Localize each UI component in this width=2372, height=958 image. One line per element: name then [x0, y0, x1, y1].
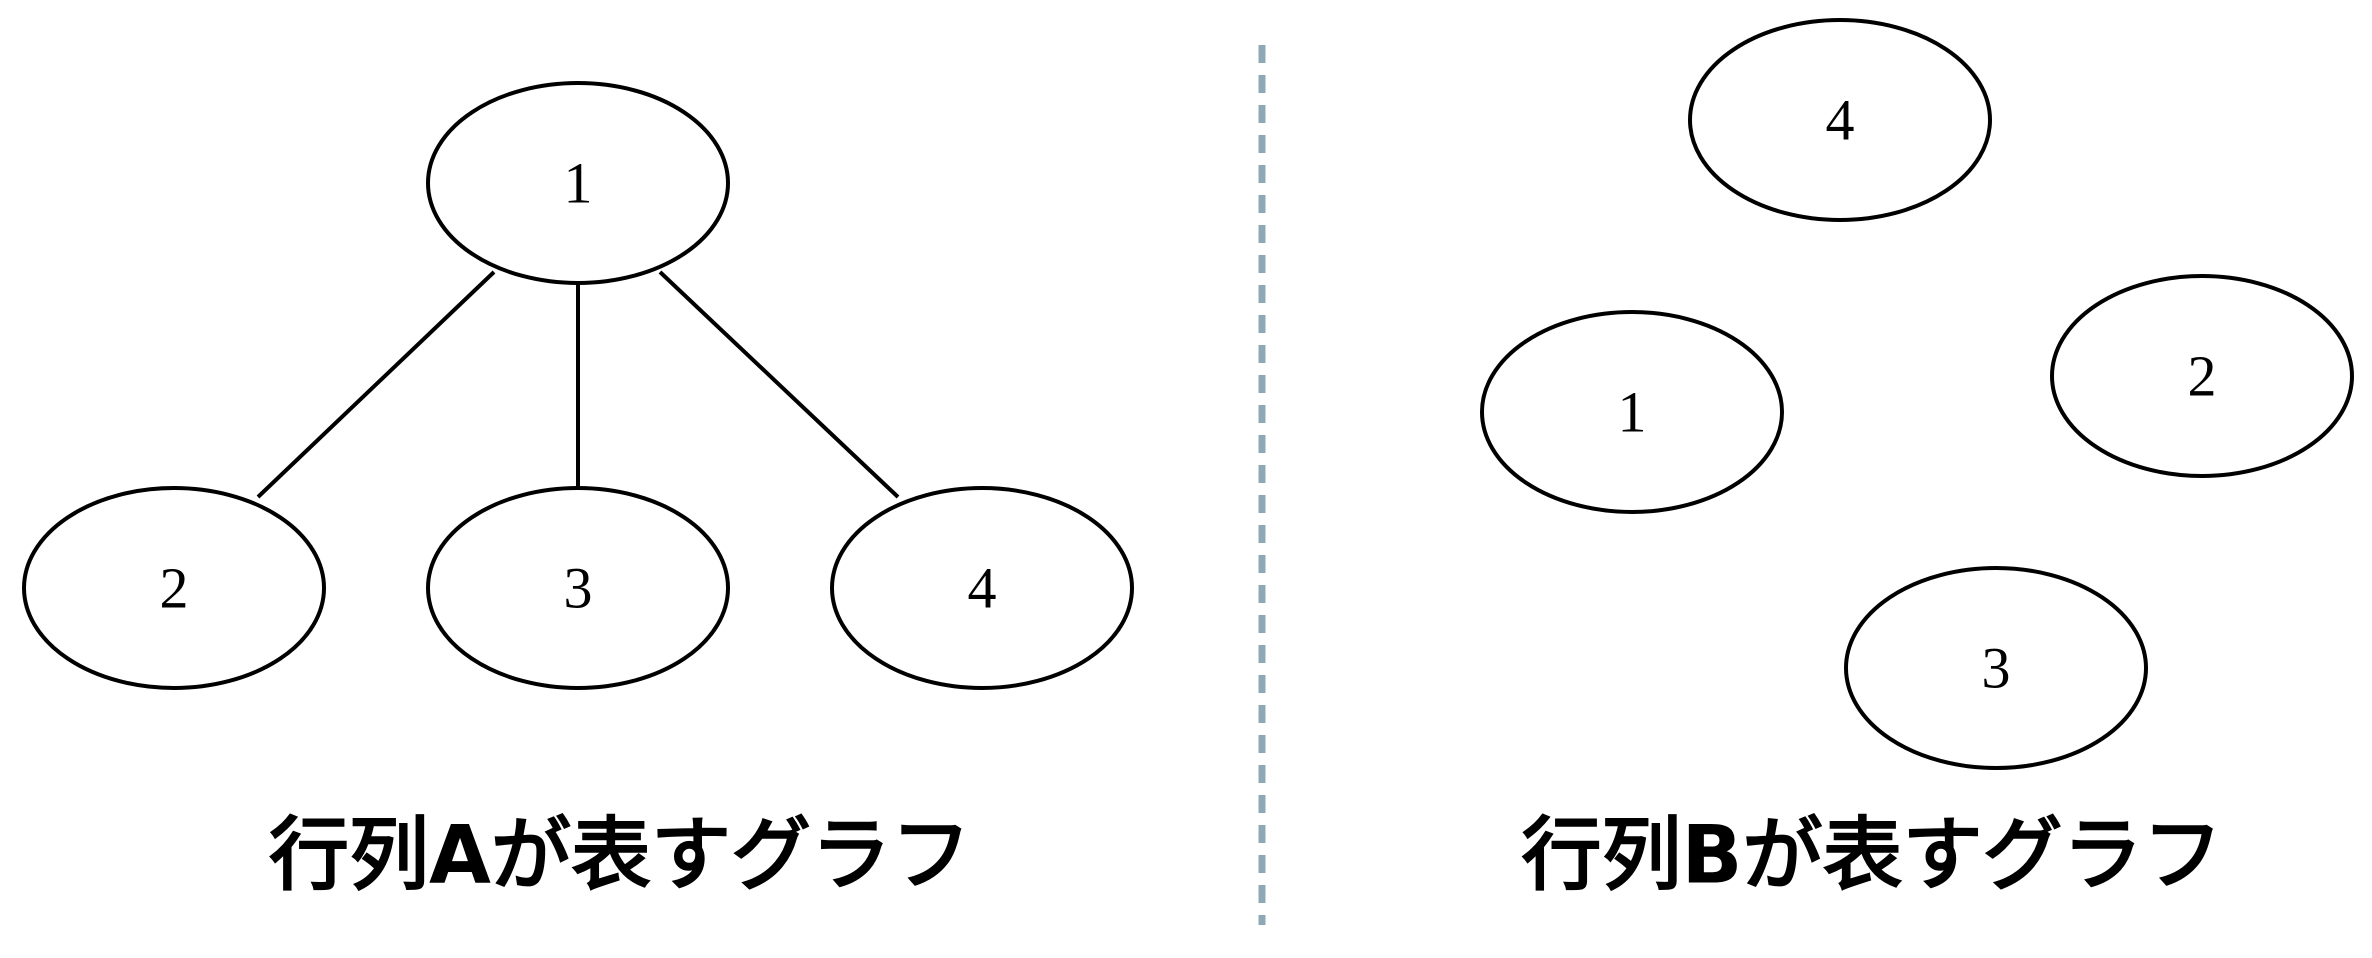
graph-b-node-4-label: 4 — [1826, 88, 1855, 153]
graph-a-node-3: 3 — [426, 486, 730, 690]
graph-a-node-2: 2 — [22, 486, 326, 690]
graph-a-edge-1-4 — [658, 270, 900, 499]
graph-b-node-2-label: 2 — [2188, 344, 2217, 409]
graph-a-node-3-label: 3 — [564, 556, 593, 621]
graph-b-node-3: 3 — [1844, 566, 2148, 770]
graph-a-node-4-label: 4 — [968, 556, 997, 621]
graph-b: 4 1 2 3 行列Bが表すグラフ — [1480, 18, 2354, 902]
graph-b-node-2: 2 — [2050, 274, 2354, 478]
graph-a-node-2-label: 2 — [160, 556, 189, 621]
graph-a-node-4: 4 — [830, 486, 1134, 690]
graph-b-node-1-label: 1 — [1618, 380, 1647, 445]
graph-b-node-3-label: 3 — [1982, 636, 2011, 701]
graph-b-node-4: 4 — [1688, 18, 1992, 222]
graph-a: 1 2 3 4 行列Aが表すグラフ — [22, 81, 1134, 902]
graph-a-edge-1-2 — [256, 270, 496, 499]
graph-a-node-1-label: 1 — [564, 151, 593, 216]
graph-a-caption: 行列Aが表すグラフ — [269, 809, 971, 902]
graph-b-node-1: 1 — [1480, 310, 1784, 514]
graph-a-node-1: 1 — [426, 81, 730, 285]
graph-b-caption: 行列Bが表すグラフ — [1522, 809, 2223, 902]
